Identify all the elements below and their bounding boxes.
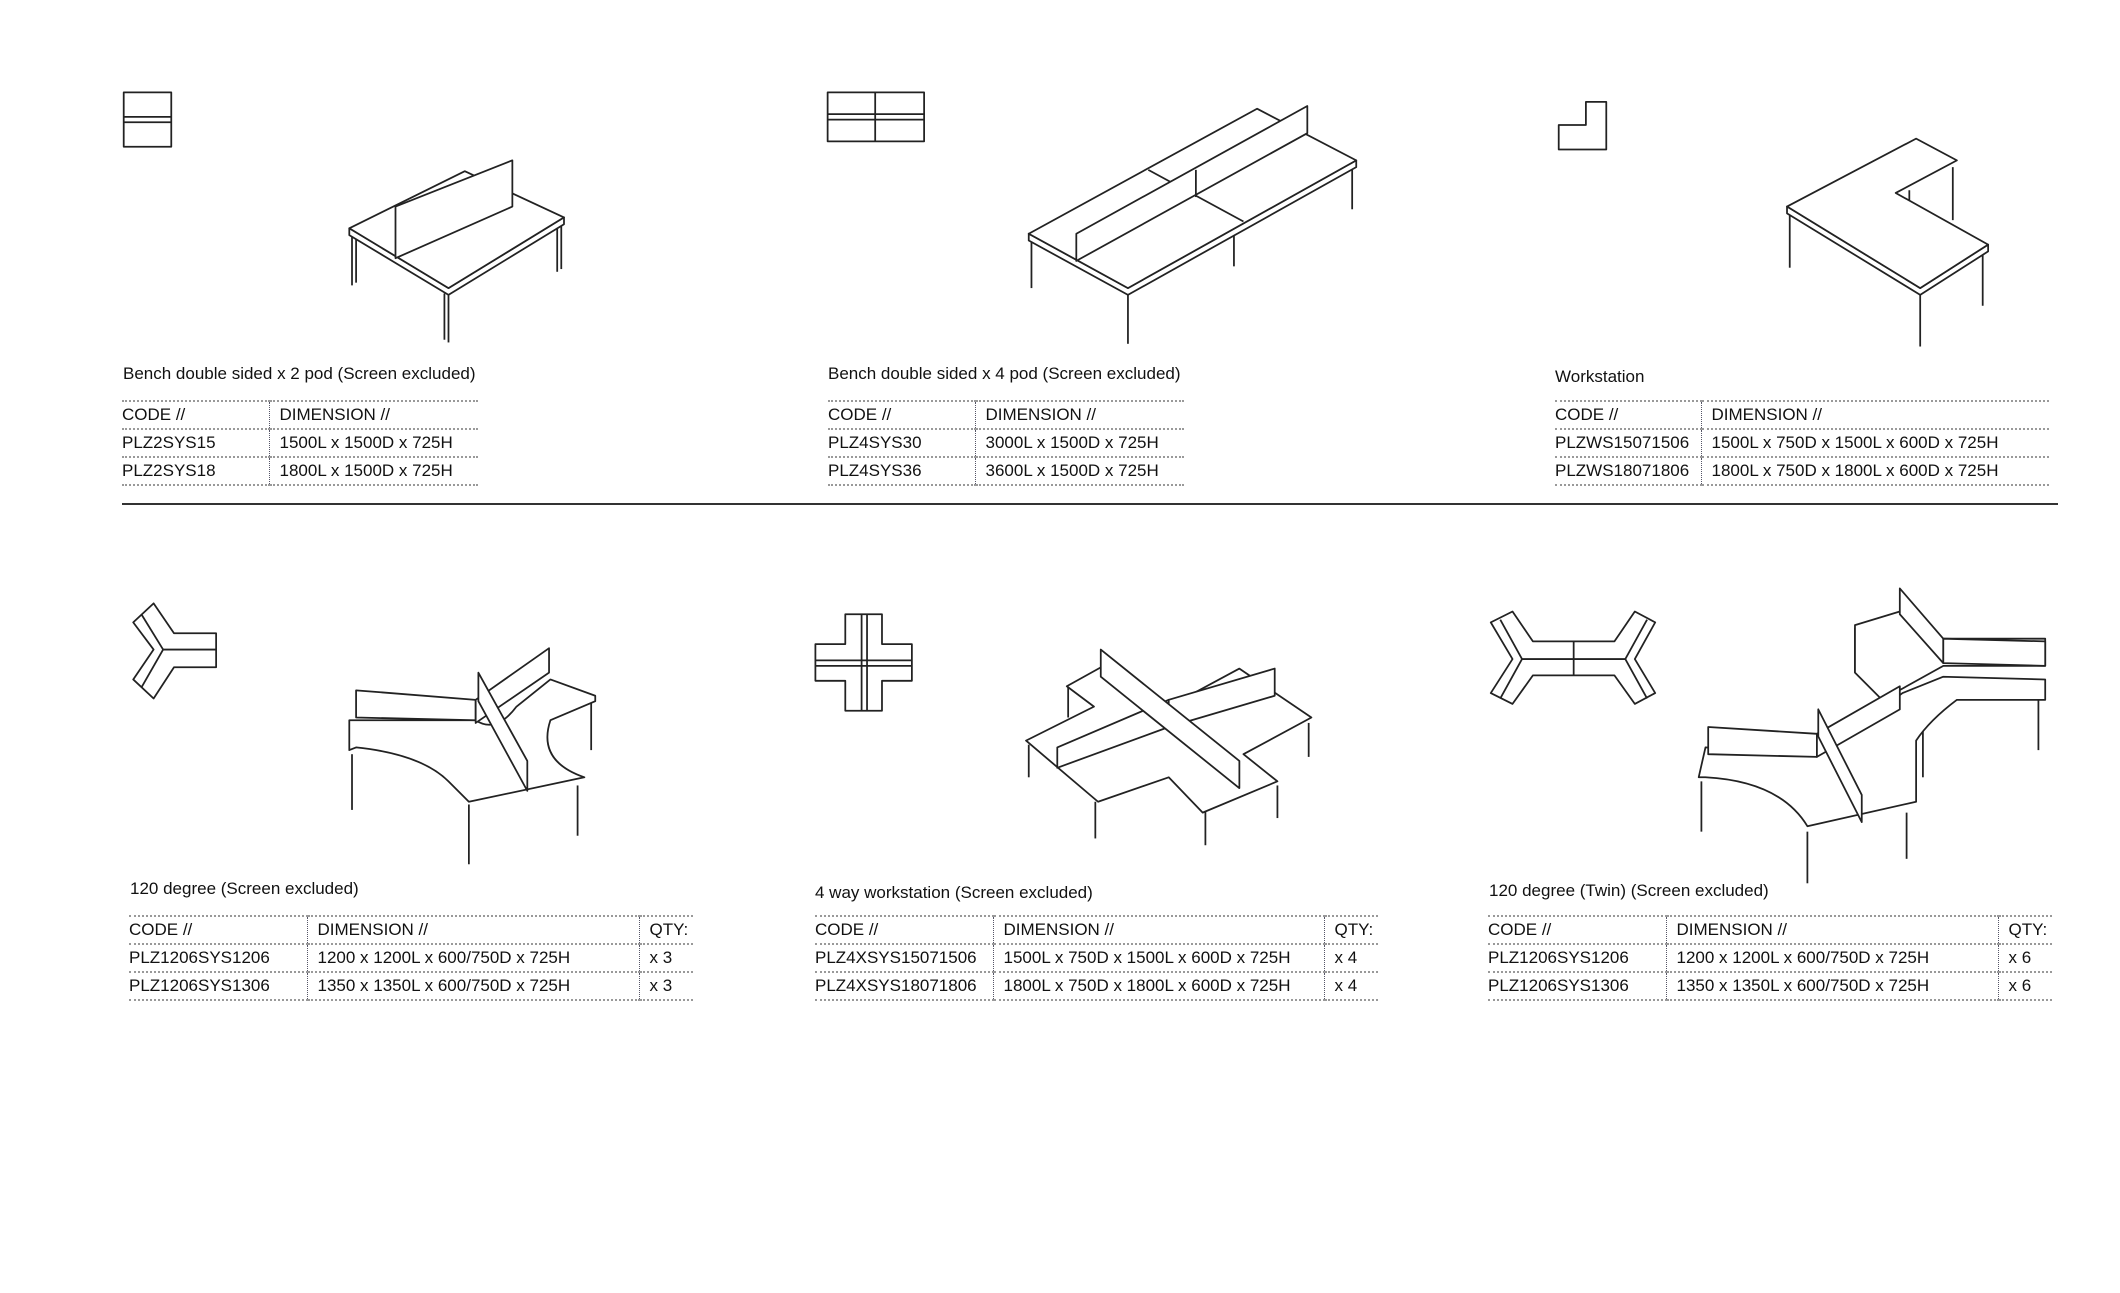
section-divider bbox=[122, 503, 2058, 505]
header-dimension: DIMENSION // bbox=[268, 400, 478, 429]
bench-4-pod-drawing bbox=[1027, 105, 1358, 344]
dimension-cell: 3000L x 1500D x 725H bbox=[974, 428, 1184, 457]
dimension-cell: 1800L x 750D x 1800L x 600D x 725H bbox=[992, 971, 1324, 1001]
workstation-drawing bbox=[1786, 137, 1990, 347]
header-code: CODE // bbox=[122, 400, 269, 429]
dimension-cell: 1800L x 1500D x 725H bbox=[268, 456, 478, 486]
code-cell: PLZ2SYS15 bbox=[122, 428, 269, 457]
spec-table: CODE //DIMENSION //QTY: PLZ4XSYS15071506… bbox=[815, 915, 1378, 1001]
plan-icon-120-degree-twin bbox=[1489, 610, 1657, 705]
dimension-cell: 1350 x 1350L x 600/750D x 725H bbox=[306, 971, 639, 1001]
code-cell: PLZWS18071806 bbox=[1555, 456, 1701, 486]
dimension-cell: 1200 x 1200L x 600/750D x 725H bbox=[1665, 943, 1998, 972]
header-code: CODE // bbox=[828, 400, 975, 429]
header-dimension: DIMENSION // bbox=[992, 915, 1324, 944]
120-degree-drawing bbox=[348, 647, 597, 865]
qty-cell: x 3 bbox=[638, 971, 693, 1001]
plan-icon-4-way bbox=[814, 613, 913, 712]
code-cell: PLZ4XSYS18071806 bbox=[815, 971, 993, 1001]
header-code: CODE // bbox=[1488, 915, 1666, 944]
header-dimension: DIMENSION // bbox=[1665, 915, 1998, 944]
code-cell: PLZWS15071506 bbox=[1555, 428, 1701, 457]
section-title: Bench double sided x 2 pod (Screen exclu… bbox=[123, 364, 476, 383]
section-title: 120 degree (Screen excluded) bbox=[130, 879, 359, 898]
code-cell: PLZ1206SYS1206 bbox=[1488, 943, 1666, 972]
4-way-workstation-drawing bbox=[1025, 648, 1313, 846]
section-title: Bench double sided x 4 pod (Screen exclu… bbox=[828, 364, 1181, 383]
table-header-row: CODE //DIMENSION // bbox=[1555, 400, 2049, 429]
table-header-row: CODE //DIMENSION // bbox=[122, 400, 478, 429]
plan-icon-2-pod bbox=[122, 91, 173, 148]
header-qty: QTY: bbox=[638, 915, 693, 944]
header-code: CODE // bbox=[815, 915, 993, 944]
qty-cell: x 4 bbox=[1323, 943, 1378, 972]
dimension-cell: 1500L x 750D x 1500L x 600D x 725H bbox=[992, 943, 1324, 972]
code-cell: PLZ4XSYS15071506 bbox=[815, 943, 993, 972]
header-qty: QTY: bbox=[1323, 915, 1378, 944]
code-cell: PLZ1206SYS1306 bbox=[129, 971, 307, 1001]
dimension-cell: 1500L x 1500D x 725H bbox=[268, 428, 478, 457]
table-header-row: CODE //DIMENSION //QTY: bbox=[1488, 915, 2052, 944]
code-cell: PLZ1206SYS1306 bbox=[1488, 971, 1666, 1001]
table-header-row: CODE //DIMENSION //QTY: bbox=[815, 915, 1378, 944]
header-qty: QTY: bbox=[1997, 915, 2052, 944]
code-cell: PLZ4SYS36 bbox=[828, 456, 975, 486]
dimension-cell: 1500L x 750D x 1500L x 600D x 725H bbox=[1700, 428, 2049, 457]
header-dimension: DIMENSION // bbox=[306, 915, 639, 944]
dimension-cell: 1200 x 1200L x 600/750D x 725H bbox=[306, 943, 639, 972]
qty-cell: x 6 bbox=[1997, 971, 2052, 1001]
code-cell: PLZ4SYS30 bbox=[828, 428, 975, 457]
dimension-cell: 3600L x 1500D x 725H bbox=[974, 456, 1184, 486]
qty-cell: x 3 bbox=[638, 943, 693, 972]
header-code: CODE // bbox=[1555, 400, 1701, 429]
table-header-row: CODE //DIMENSION //QTY: bbox=[129, 915, 693, 944]
header-code: CODE // bbox=[129, 915, 307, 944]
section-title: Workstation bbox=[1555, 367, 1645, 386]
bench-2-pod-drawing bbox=[348, 159, 565, 343]
section-title: 4 way workstation (Screen excluded) bbox=[815, 883, 1093, 902]
code-cell: PLZ1206SYS1206 bbox=[129, 943, 307, 972]
plan-icon-4-pod bbox=[826, 91, 925, 143]
table-header-row: CODE //DIMENSION // bbox=[828, 400, 1184, 429]
dimension-cell: 1350 x 1350L x 600/750D x 725H bbox=[1665, 971, 1998, 1001]
qty-cell: x 6 bbox=[1997, 943, 2052, 972]
qty-cell: x 4 bbox=[1323, 971, 1378, 1001]
120-degree-twin-drawing bbox=[1697, 587, 2047, 884]
code-cell: PLZ2SYS18 bbox=[122, 456, 269, 486]
header-dimension: DIMENSION // bbox=[974, 400, 1184, 429]
section-title: 120 degree (Twin) (Screen excluded) bbox=[1489, 881, 1769, 900]
dimension-cell: 1800L x 750D x 1800L x 600D x 725H bbox=[1700, 456, 2049, 486]
header-dimension: DIMENSION // bbox=[1700, 400, 2049, 429]
plan-icon-workstation bbox=[1557, 101, 1608, 151]
plan-icon-120-degree bbox=[132, 602, 218, 700]
